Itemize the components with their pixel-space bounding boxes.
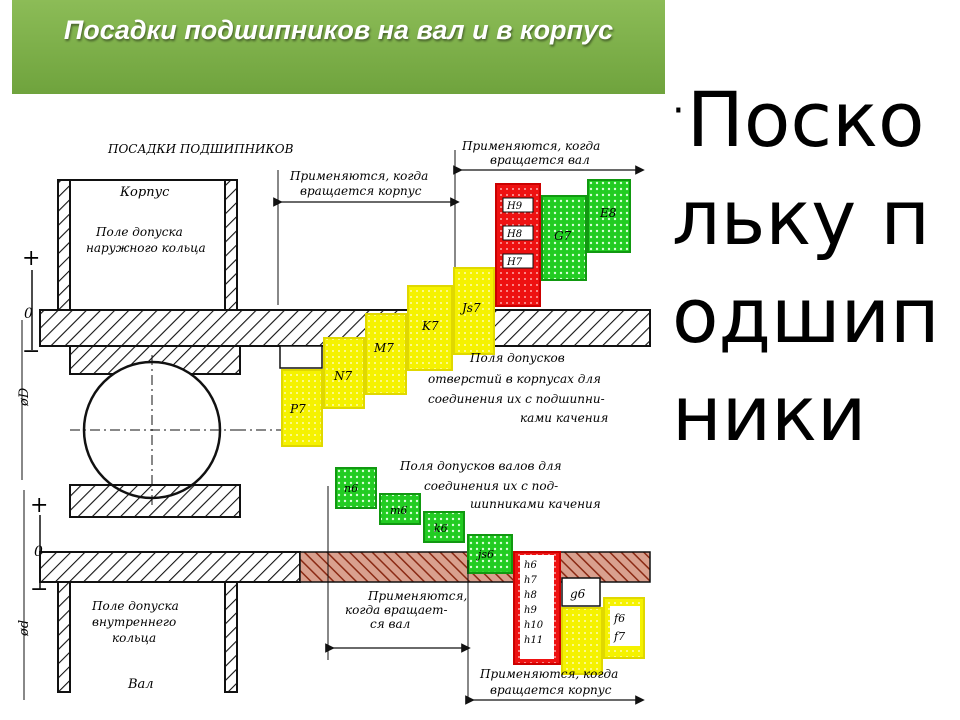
fit-label-H7: H7 xyxy=(506,257,523,268)
fit-label-H8: H8 xyxy=(506,229,522,240)
housing-label: Корпус xyxy=(119,185,170,200)
bearing-fits-diagram: ПОСАДКИ ПОДШИПНИКОВ Корпус Поле допуска … xyxy=(17,139,651,705)
fit-label-Js7: Js7 xyxy=(459,301,481,315)
fit-zone-n6 xyxy=(335,467,377,509)
fit-label-G7: G7 xyxy=(554,229,572,243)
axis-zero-bottom: 0 xyxy=(34,544,43,560)
slide-title: Посадки подшипников на вал и в корпус xyxy=(12,0,665,94)
fit-label-m6: m6 xyxy=(390,504,407,517)
note-shaft-bottom-3: ся вал xyxy=(370,617,410,631)
fit-label-h7: h7 xyxy=(524,575,537,586)
fit-zone-N7 xyxy=(323,337,365,409)
fit-box-f xyxy=(610,606,640,646)
fit-label-f7: f7 xyxy=(613,630,625,643)
note-housing-top-1: Применяются, когда xyxy=(289,169,428,183)
shaft-wall-right xyxy=(224,581,238,693)
fit-zone-P7 xyxy=(281,369,323,447)
inner-ring-band xyxy=(39,551,301,583)
fit-zone-k6 xyxy=(423,511,465,543)
dim-outer-label: øD xyxy=(17,387,32,407)
inner-zone-label-2: внутреннего xyxy=(92,615,176,629)
inner-ring-upper xyxy=(69,484,241,518)
note-shaft-top-2: вращается вал xyxy=(490,153,590,167)
inner-zone-label-3: кольца xyxy=(112,631,156,645)
note-hole-fields-1: Поля допусков xyxy=(469,351,565,365)
fit-label-h9: h9 xyxy=(524,605,537,616)
axis-plus-top: + xyxy=(22,246,40,271)
fit-label-N7: N7 xyxy=(333,369,353,383)
body-text: Поскольку подшипники xyxy=(672,75,940,458)
housing-wall-left xyxy=(57,179,71,311)
diagram-heading: ПОСАДКИ ПОДШИПНИКОВ xyxy=(107,142,294,156)
fit-label-h10: h10 xyxy=(524,620,544,631)
p7-top-outline xyxy=(279,345,323,369)
fit-label-h11: h11 xyxy=(524,635,543,646)
axis-minus-top: − xyxy=(22,339,40,364)
fit-zone-m6 xyxy=(379,493,421,525)
axis-plus-bottom: + xyxy=(30,493,48,518)
fit-box-h xyxy=(520,555,554,659)
fit-label-g6: g6 xyxy=(570,587,586,601)
fit-zone-js6 xyxy=(467,534,513,574)
axis-minus-bottom: − xyxy=(30,577,48,602)
outer-zone-label-2: наружного кольца xyxy=(86,241,206,255)
fit-label-P7: P7 xyxy=(289,402,306,416)
bullet: · xyxy=(672,88,685,134)
note-housing-bottom-1: Применяются, когда xyxy=(479,667,618,681)
fit-zone-K7 xyxy=(407,285,453,371)
fit-zone-G7 xyxy=(541,195,587,281)
note-shaft-bottom-1: Применяются, xyxy=(367,589,467,603)
note-shaft-fields-3: шипниками качения xyxy=(470,497,601,511)
fit-zone-g6 xyxy=(561,607,603,675)
note-shaft-top-1: Применяются, когда xyxy=(461,139,600,153)
fit-label-f6: f6 xyxy=(613,612,625,625)
fit-zone-E8 xyxy=(587,179,631,253)
fit-box-H9 xyxy=(502,197,534,213)
note-hole-fields-3: соединения их с подшипни- xyxy=(428,392,605,406)
fit-label-js6: js6 xyxy=(475,548,494,561)
note-hole-fields-4: ками качения xyxy=(520,411,608,425)
note-shaft-bottom-2: когда вращает- xyxy=(345,603,448,617)
note-housing-top-2: вращается корпус xyxy=(300,184,422,198)
fit-box-H8 xyxy=(502,225,534,241)
fit-label-h6: h6 xyxy=(524,560,537,571)
note-shaft-fields-2: соединения их с под- xyxy=(424,479,558,493)
fit-zone-Js7 xyxy=(453,267,495,355)
fit-box-H7 xyxy=(502,253,534,269)
note-hole-fields-2: отверстий в корпусах для xyxy=(428,372,601,386)
outer-zone-label-1: Поле допуска xyxy=(95,225,183,239)
fit-box-g6 xyxy=(561,577,601,607)
housing-wall-right xyxy=(224,179,238,311)
axis-zero-top: 0 xyxy=(24,306,33,322)
note-shaft-fields-1: Поля допусков валов для xyxy=(399,459,562,473)
slide-body-text: ·Поскольку подшипники xyxy=(672,62,957,463)
fit-label-H9: H9 xyxy=(506,201,523,212)
note-housing-bottom-2: вращается корпус xyxy=(490,683,612,697)
fit-label-M7: M7 xyxy=(373,341,394,355)
fit-label-E8: E8 xyxy=(599,206,617,220)
fit-label-k6: k6 xyxy=(434,522,448,535)
shaft-wall-left xyxy=(57,581,71,693)
shaft-label: Вал xyxy=(127,677,154,692)
fit-label-h8: h8 xyxy=(524,590,537,601)
fit-label-K7: K7 xyxy=(421,319,439,333)
inner-zone-label-1: Поле допуска xyxy=(91,599,179,613)
fit-label-n6: n6 xyxy=(344,482,358,495)
fit-zone-M7 xyxy=(365,313,407,395)
